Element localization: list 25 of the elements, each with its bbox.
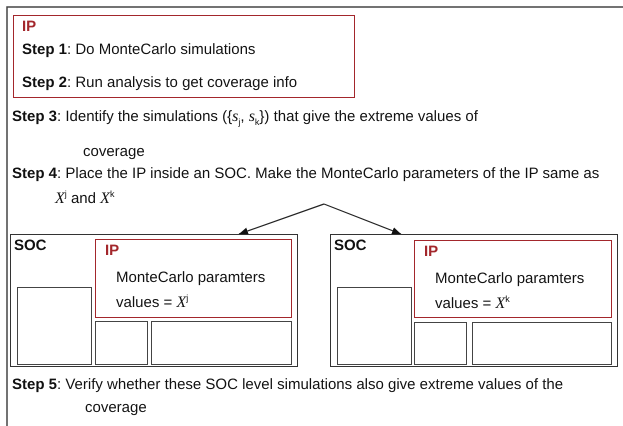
step-text: MonteCarlo paramters values = X$^{k}$	[435, 269, 586, 314]
empty-box	[95, 321, 148, 365]
ip-box	[414, 240, 612, 318]
empty-box	[337, 287, 412, 365]
box-title: SOC	[334, 236, 368, 256]
arrow	[238, 203, 324, 235]
empty-box	[472, 322, 612, 365]
soc-box	[330, 234, 618, 367]
empty-box	[17, 287, 92, 365]
empty-box	[414, 322, 467, 365]
arrow	[324, 203, 402, 235]
box-title: IP	[424, 242, 440, 262]
step-text: Step 4: Place the IP inside an SOC. Make the MonteCarlo parameters of the IP same as X$^{j}$ and X$^{k}$	[12, 164, 612, 206]
ip-box	[13, 15, 355, 98]
step-text: Step 3: Identify the simulations ({s$_{j}$, s$_{k}$}) that give the extreme values of coverage	[12, 107, 479, 162]
soc-box	[10, 234, 298, 367]
step-text: Step 5: Verify whether these SOC level simulations also give extreme values of the coverage	[12, 375, 564, 418]
box-title: IP	[105, 241, 120, 261]
box-title: IP	[22, 17, 38, 37]
step-text: Step 2: Run analysis to get coverage info	[22, 73, 298, 93]
ip-box	[95, 239, 292, 318]
box-title: SOC	[14, 236, 48, 256]
step-text: Step 1: Do MonteCarlo simulations	[22, 40, 256, 60]
step-text: MonteCarlo paramters values = X$^{j}$	[116, 268, 266, 313]
empty-box	[151, 321, 292, 365]
